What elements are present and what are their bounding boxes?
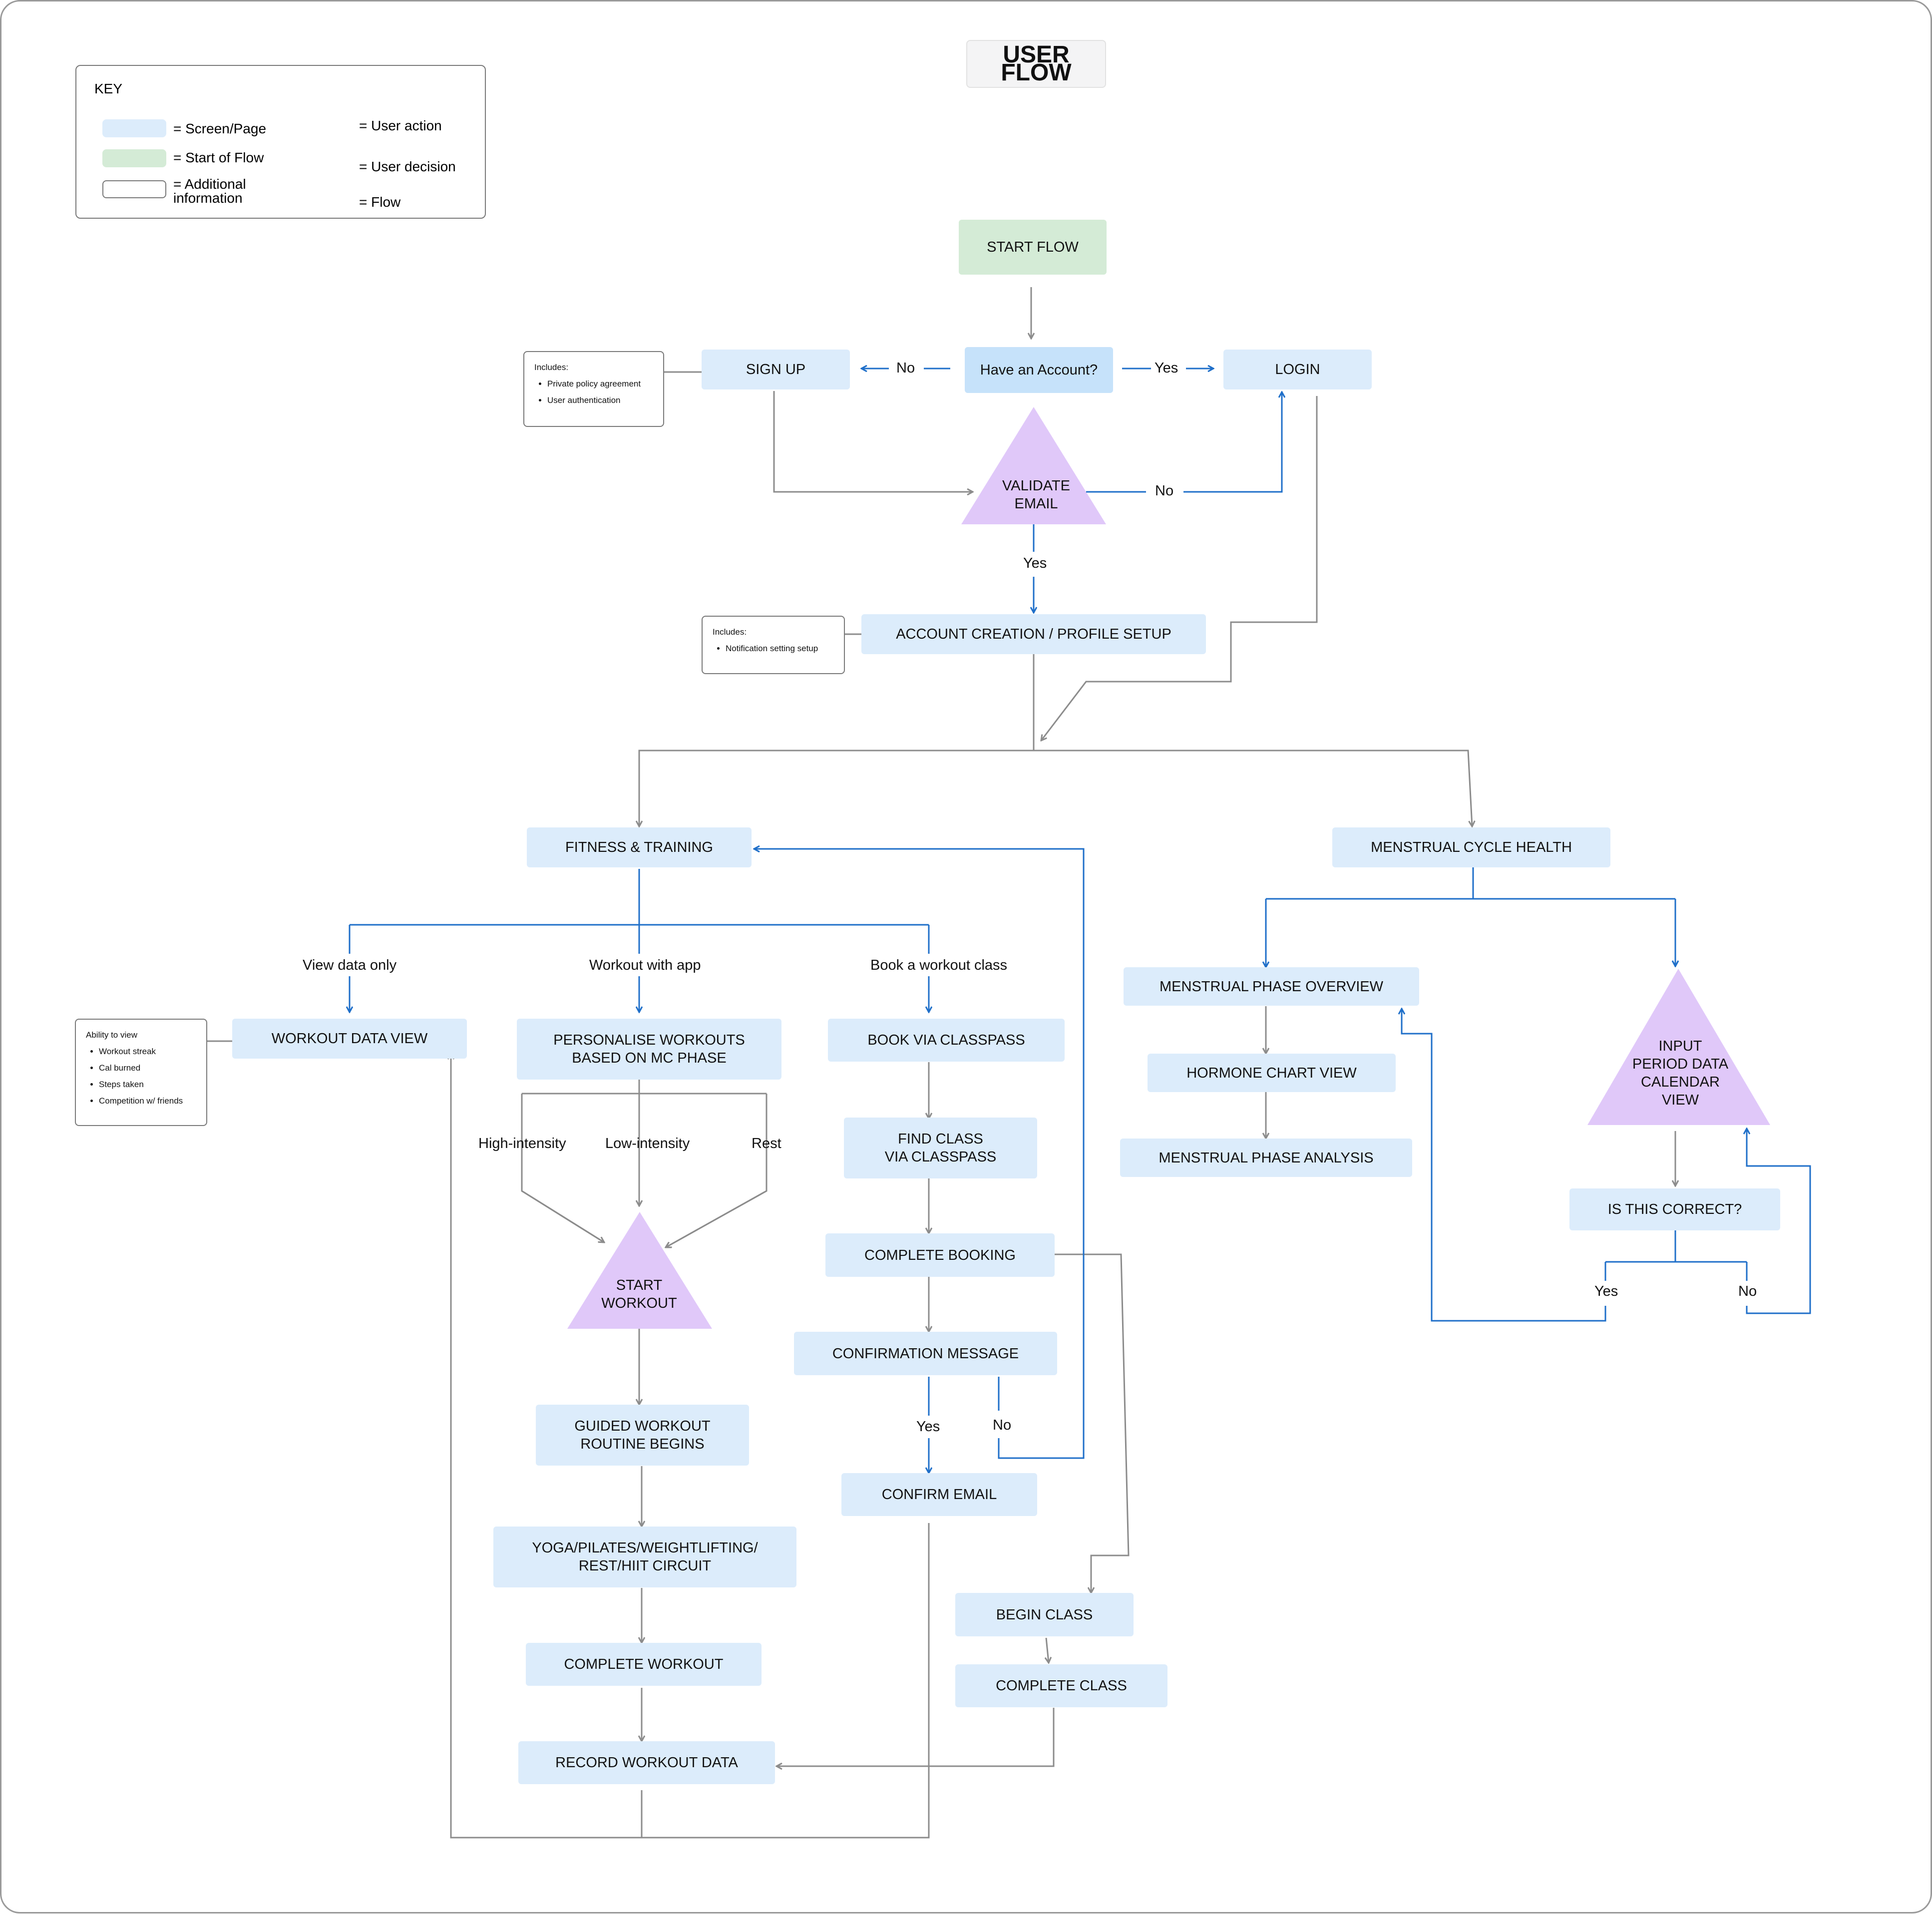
label-book-class: Book a workout class <box>870 957 1008 973</box>
workout-view-info-item: Cal burned <box>99 1060 196 1076</box>
workout-view-info-item: Workout streak <box>99 1043 196 1060</box>
hormone-chart-node[interactable]: HORMONE CHART VIEW <box>1148 1054 1396 1092</box>
label-workout-with-app: Workout with app <box>589 957 701 973</box>
legend-flow-label: = Flow <box>359 194 401 210</box>
signup-info-item: Private policy agreement <box>547 376 653 392</box>
label-yes-correct: Yes <box>1594 1283 1618 1299</box>
circuit-node[interactable]: YOGA/PILATES/WEIGHTLIFTING/ REST/HIIT CI… <box>493 1527 796 1587</box>
legend-info-swatch <box>102 180 166 198</box>
login-node[interactable]: LOGIN <box>1223 350 1372 389</box>
complete-workout-node[interactable]: COMPLETE WORKOUT <box>526 1643 762 1686</box>
phase-overview-node[interactable]: MENSTRUAL PHASE OVERVIEW <box>1124 967 1419 1006</box>
start-workout-label: START WORKOUT <box>601 1277 677 1311</box>
legend-info-label: = Additional information <box>173 176 246 206</box>
record-workout-node[interactable]: RECORD WORKOUT DATA <box>518 1741 775 1784</box>
legend-key: KEY = Screen/Page = Start of Flow = Addi… <box>75 65 486 219</box>
decision-validate-no <box>1086 392 1282 493</box>
is-correct-node[interactable]: IS THIS CORRECT? <box>1569 1188 1780 1230</box>
label-no-validate: No <box>1155 483 1174 499</box>
decision-correct-split <box>1604 1229 1748 1281</box>
decision-fitness-split <box>349 869 930 954</box>
workout-data-view-node[interactable]: WORKOUT DATA VIEW <box>232 1019 467 1059</box>
complete-class-node[interactable]: COMPLETE CLASS <box>955 1664 1167 1707</box>
flow-confirm-email-to-loop <box>642 1523 930 1839</box>
workout-view-info-item: Steps taken <box>99 1076 196 1093</box>
workout-view-info-item: Competition w/ friends <box>99 1093 196 1109</box>
signup-info-title: Includes: <box>534 363 569 372</box>
decision-correct-no-loop <box>1747 1129 1811 1314</box>
flow-high-arrow <box>521 1190 604 1242</box>
label-high-intensity: High-intensity <box>478 1136 566 1151</box>
decision-confirm-no-loop <box>754 849 1085 1459</box>
legend-action-label: = User action <box>359 118 442 133</box>
legend-screen-swatch <box>102 119 166 137</box>
validate-email-label: VALIDATE EMAIL <box>1002 478 1070 512</box>
label-yes-confirm: Yes <box>916 1419 940 1435</box>
flow-booking-to-begin-class <box>1054 1253 1130 1593</box>
input-period-label: INPUT PERIOD DATA CALENDAR VIEW <box>1632 1038 1729 1108</box>
account-info-title: Includes: <box>713 627 747 637</box>
book-classpass-node[interactable]: BOOK VIA CLASSPASS <box>828 1019 1065 1062</box>
flow-complete-class-to-record <box>776 1708 1055 1766</box>
label-yes-validate: Yes <box>1023 555 1047 571</box>
flow-split-left <box>639 750 1034 826</box>
legend-start-swatch <box>102 149 166 167</box>
phase-analysis-node[interactable]: MENSTRUAL PHASE ANALYSIS <box>1120 1139 1412 1177</box>
signup-info-box: Includes: Private policy agreement User … <box>523 351 664 427</box>
guided-routine-node[interactable]: GUIDED WORKOUT ROUTINE BEGINS <box>536 1405 749 1466</box>
flow-signup-to-validate <box>773 391 973 492</box>
complete-booking-node[interactable]: COMPLETE BOOKING <box>825 1233 1055 1277</box>
account-info-item: Notification setting setup <box>726 640 834 657</box>
flow-rest-arrow <box>666 1190 767 1247</box>
account-setup-node[interactable]: ACCOUNT CREATION / PROFILE SETUP <box>861 614 1206 654</box>
decision-correct-yes-loop <box>1402 1009 1606 1322</box>
account-info-box: Includes: Notification setting setup <box>702 616 845 674</box>
menstrual-health-node[interactable]: MENSTRUAL CYCLE HEALTH <box>1332 827 1610 867</box>
label-no-signup: No <box>896 360 915 376</box>
personalise-node[interactable]: PERSONALISE WORKOUTS BASED ON MC PHASE <box>517 1019 781 1080</box>
start-workout-triangle[interactable] <box>567 1212 712 1329</box>
start-flow-node[interactable]: START FLOW <box>959 220 1107 275</box>
confirm-email-node[interactable]: CONFIRM EMAIL <box>841 1473 1037 1516</box>
confirmation-message-node[interactable]: CONFIRMATION MESSAGE <box>794 1332 1057 1375</box>
workout-view-info-box: Ability to view Workout streak Cal burne… <box>75 1019 207 1126</box>
input-period-triangle[interactable] <box>1587 969 1770 1125</box>
validate-email-triangle[interactable] <box>961 407 1106 524</box>
signup-info-item: User authentication <box>547 392 653 408</box>
flow-begin-to-complete-class <box>1046 1637 1049 1663</box>
workout-view-info-title: Ability to view <box>86 1030 137 1040</box>
label-no-correct: No <box>1738 1283 1757 1299</box>
label-view-data-only: View data only <box>303 957 397 973</box>
page-title: USER FLOW <box>966 40 1106 88</box>
begin-class-node[interactable]: BEGIN CLASS <box>955 1593 1134 1636</box>
have-account-node[interactable]: Have an Account? <box>965 347 1113 393</box>
sign-up-node[interactable]: SIGN UP <box>702 350 850 389</box>
find-class-node[interactable]: FIND CLASS VIA CLASSPASS <box>844 1118 1037 1178</box>
label-low-intensity: Low-intensity <box>605 1136 690 1151</box>
legend-screen-label: = Screen/Page <box>173 121 267 136</box>
label-yes-login: Yes <box>1155 360 1178 376</box>
flow-split-right <box>1034 750 1472 826</box>
decision-menstrual-split <box>1265 866 1675 967</box>
fitness-training-node[interactable]: FITNESS & TRAINING <box>527 827 752 867</box>
label-rest: Rest <box>752 1136 781 1151</box>
legend-decision-label: = User decision <box>359 159 456 174</box>
flow-record-loop-to-view <box>451 1054 643 1839</box>
legend-start-label: = Start of Flow <box>173 150 264 165</box>
legend-title: KEY <box>94 81 123 96</box>
flow-login-to-merge <box>1041 396 1318 741</box>
label-no-confirm: No <box>993 1417 1012 1433</box>
